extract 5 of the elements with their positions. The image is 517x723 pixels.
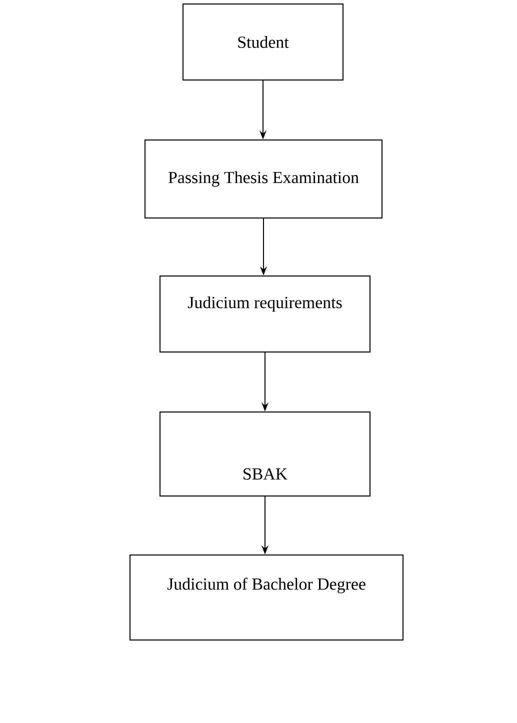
process-box: SBAK: [160, 412, 370, 496]
process-box: Judicium requirements: [160, 276, 370, 352]
process-box: Judicium of Bachelor Degree: [130, 554, 404, 640]
process-box: Passing Thesis Examination: [144, 140, 382, 218]
process-box: Student: [182, 4, 344, 80]
